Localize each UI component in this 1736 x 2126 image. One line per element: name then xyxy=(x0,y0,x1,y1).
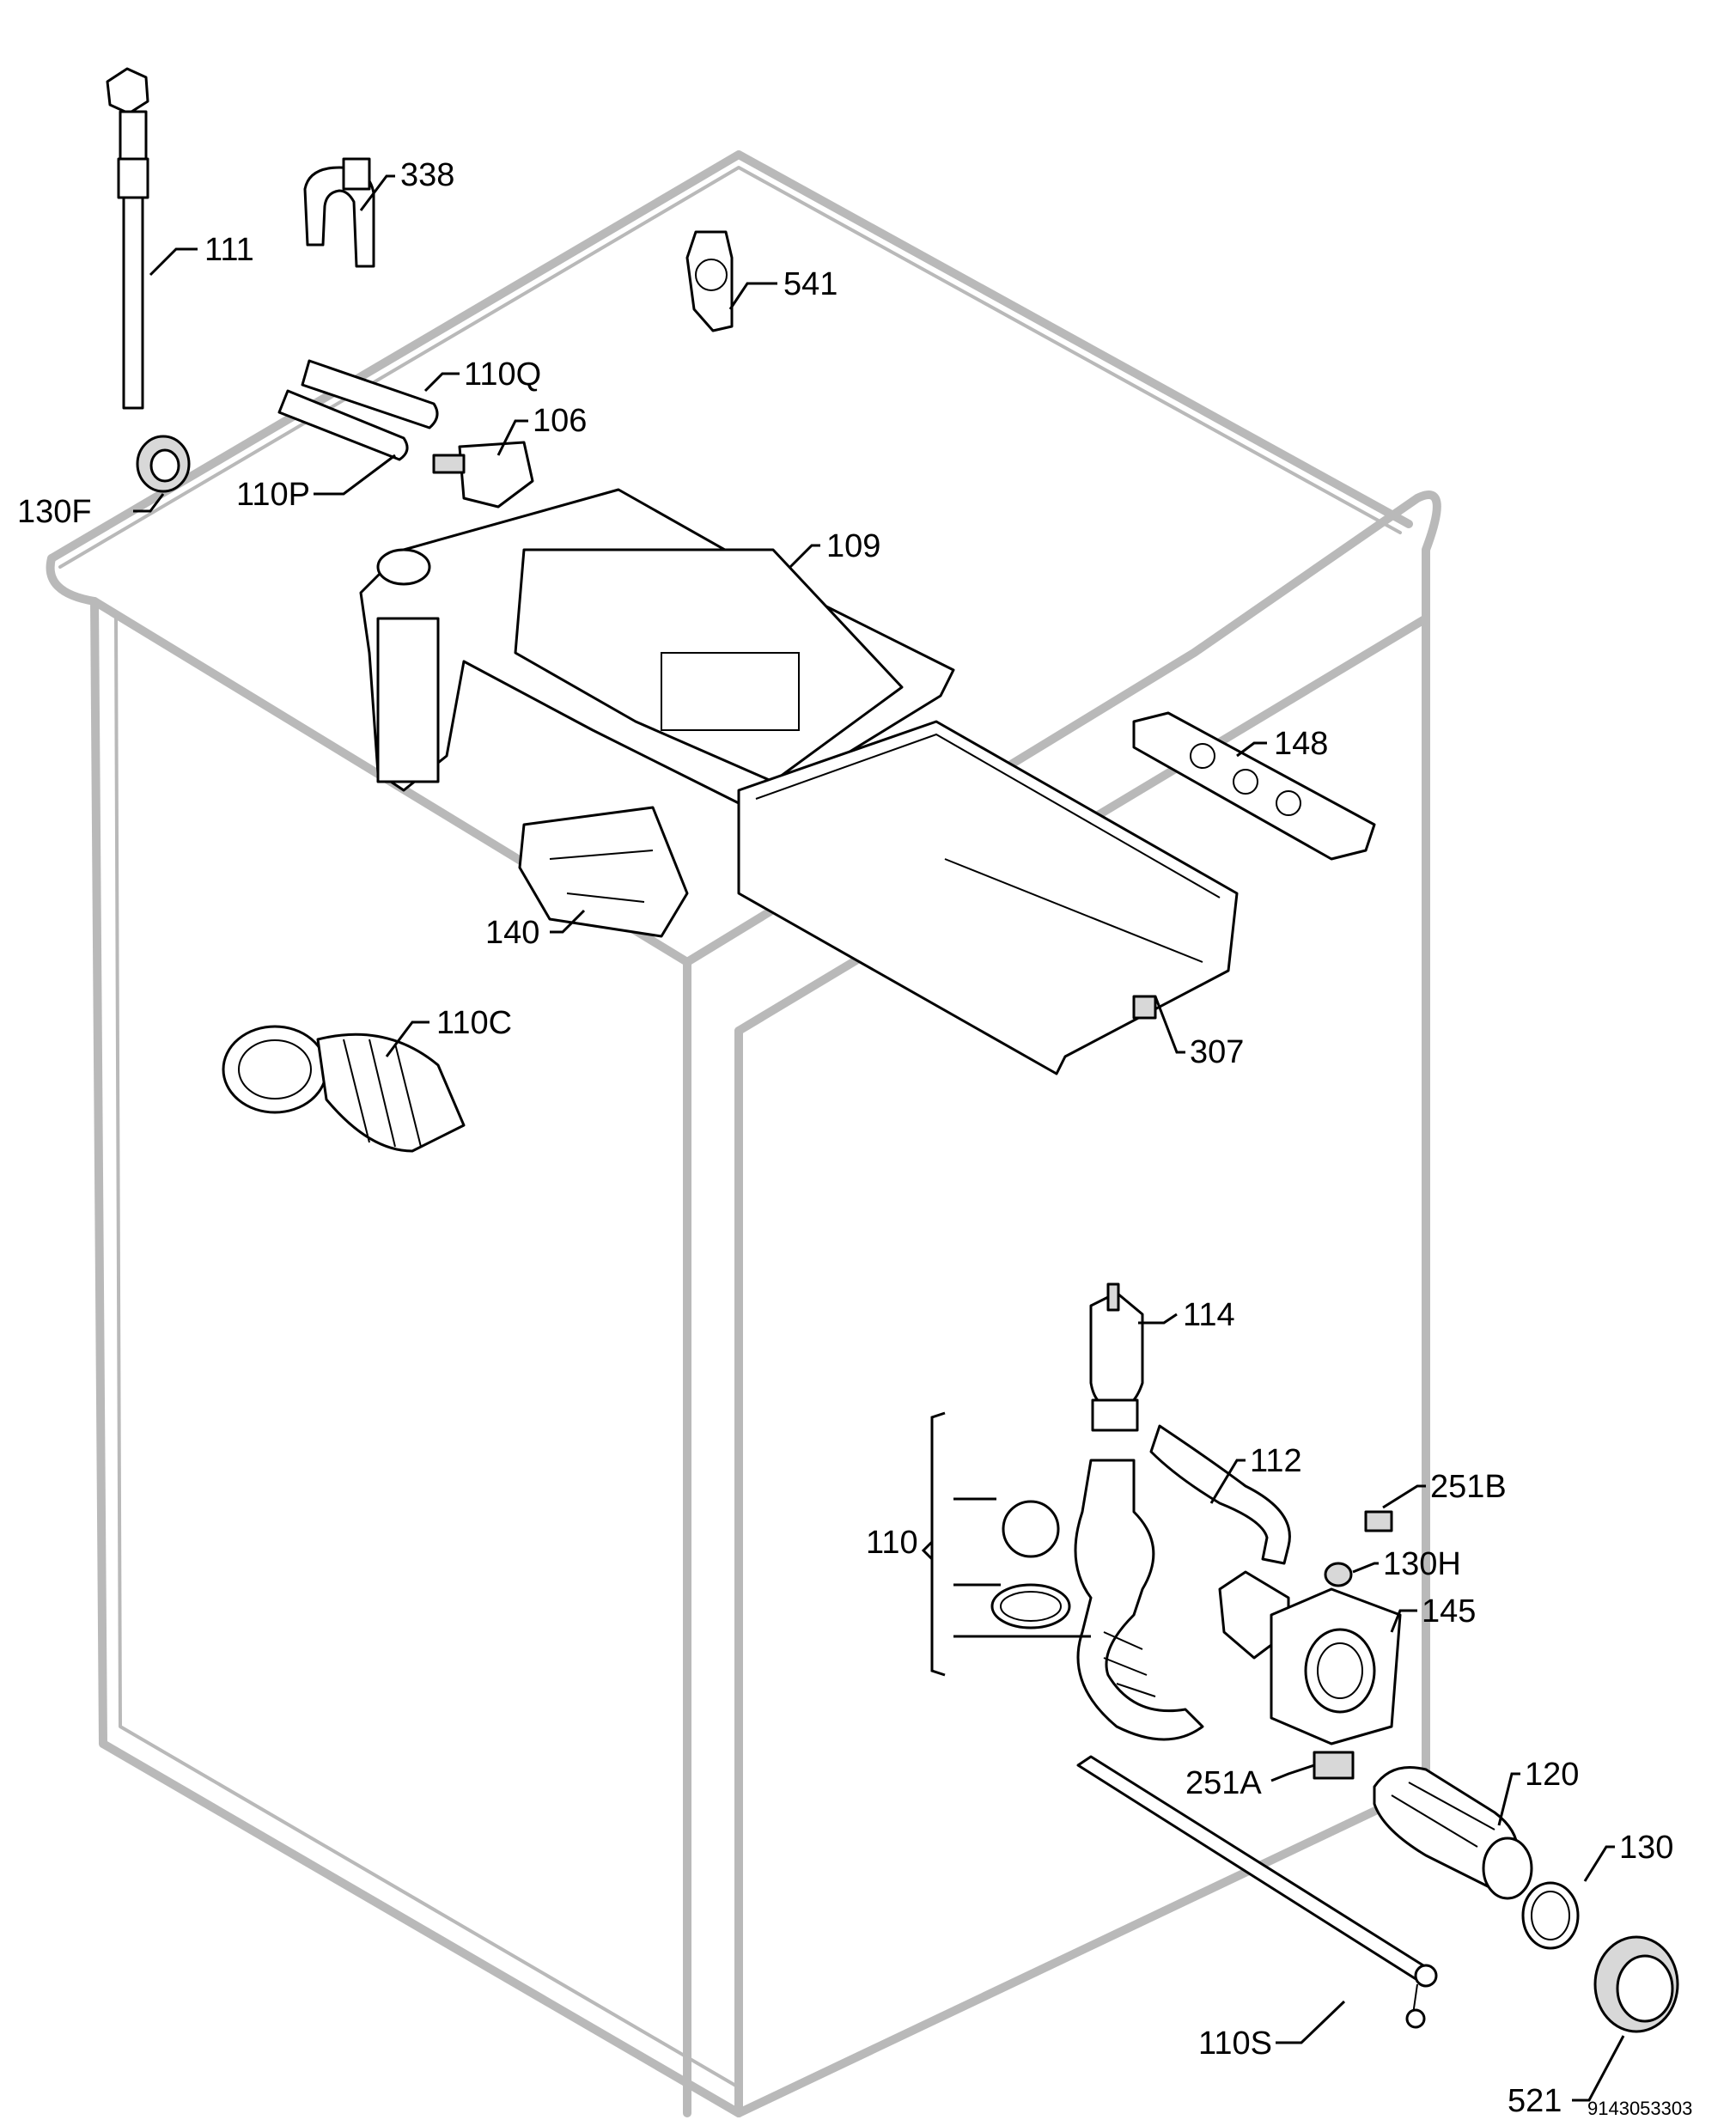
label-130: 130 xyxy=(1619,1830,1673,1866)
bellows-hose-110C xyxy=(222,1025,466,1153)
label-112: 112 xyxy=(1250,1443,1302,1479)
filter-cap-521 xyxy=(1593,1935,1679,2033)
label-110P: 110P xyxy=(236,477,310,513)
label-148: 148 xyxy=(1274,726,1328,762)
label-251A: 251A xyxy=(1185,1765,1262,1801)
label-307: 307 xyxy=(1190,1034,1244,1070)
label-251B: 251B xyxy=(1430,1469,1507,1505)
label-114: 114 xyxy=(1183,1297,1235,1333)
cabinet-outline xyxy=(46,150,1441,2117)
pressure-chamber-114 xyxy=(1089,1282,1144,1432)
hose-112 xyxy=(1149,1424,1291,1565)
drawer-307 xyxy=(737,720,1239,1075)
label-130F: 130F xyxy=(17,494,92,530)
label-110C: 110C xyxy=(436,1005,512,1041)
label-110S: 110S xyxy=(1198,2025,1272,2062)
panel-148 xyxy=(1132,711,1376,861)
valve-106 xyxy=(432,441,534,509)
clip-251B xyxy=(1364,1510,1393,1532)
ring-130 xyxy=(1521,1881,1580,1950)
part-labels: 111 338 541 110Q 106 110P 130F 109 148 1… xyxy=(17,157,1673,2119)
pipes-110Q-110P xyxy=(277,359,439,461)
label-111: 111 xyxy=(204,232,254,268)
sump-hose-110 xyxy=(990,1459,1204,1741)
clip-541 xyxy=(685,230,734,332)
label-106: 106 xyxy=(533,403,587,439)
label-130H: 130H xyxy=(1383,1546,1461,1582)
tube-110S xyxy=(1076,1755,1438,2029)
document-id: 9143053303 xyxy=(1587,2098,1692,2119)
label-521: 521 xyxy=(1508,2083,1562,2119)
label-140: 140 xyxy=(485,915,539,951)
seal-130F xyxy=(136,435,191,493)
label-338: 338 xyxy=(400,157,454,193)
inlet-hose-111 xyxy=(106,67,149,410)
dispenser-housing-109 xyxy=(359,488,955,809)
label-110: 110 xyxy=(866,1525,918,1561)
filter-120 xyxy=(1373,1766,1533,1900)
hose-guide-338 xyxy=(303,157,375,268)
label-120: 120 xyxy=(1525,1757,1579,1793)
label-109: 109 xyxy=(826,528,880,564)
label-110Q: 110Q xyxy=(464,356,541,393)
duct-140 xyxy=(518,806,689,938)
pump-housing-145 xyxy=(1218,1570,1402,1745)
label-541: 541 xyxy=(783,266,838,302)
clip-251A xyxy=(1313,1751,1355,1780)
seal-130H xyxy=(1324,1562,1353,1587)
label-145: 145 xyxy=(1422,1593,1476,1630)
leader-lines xyxy=(133,174,1625,2102)
